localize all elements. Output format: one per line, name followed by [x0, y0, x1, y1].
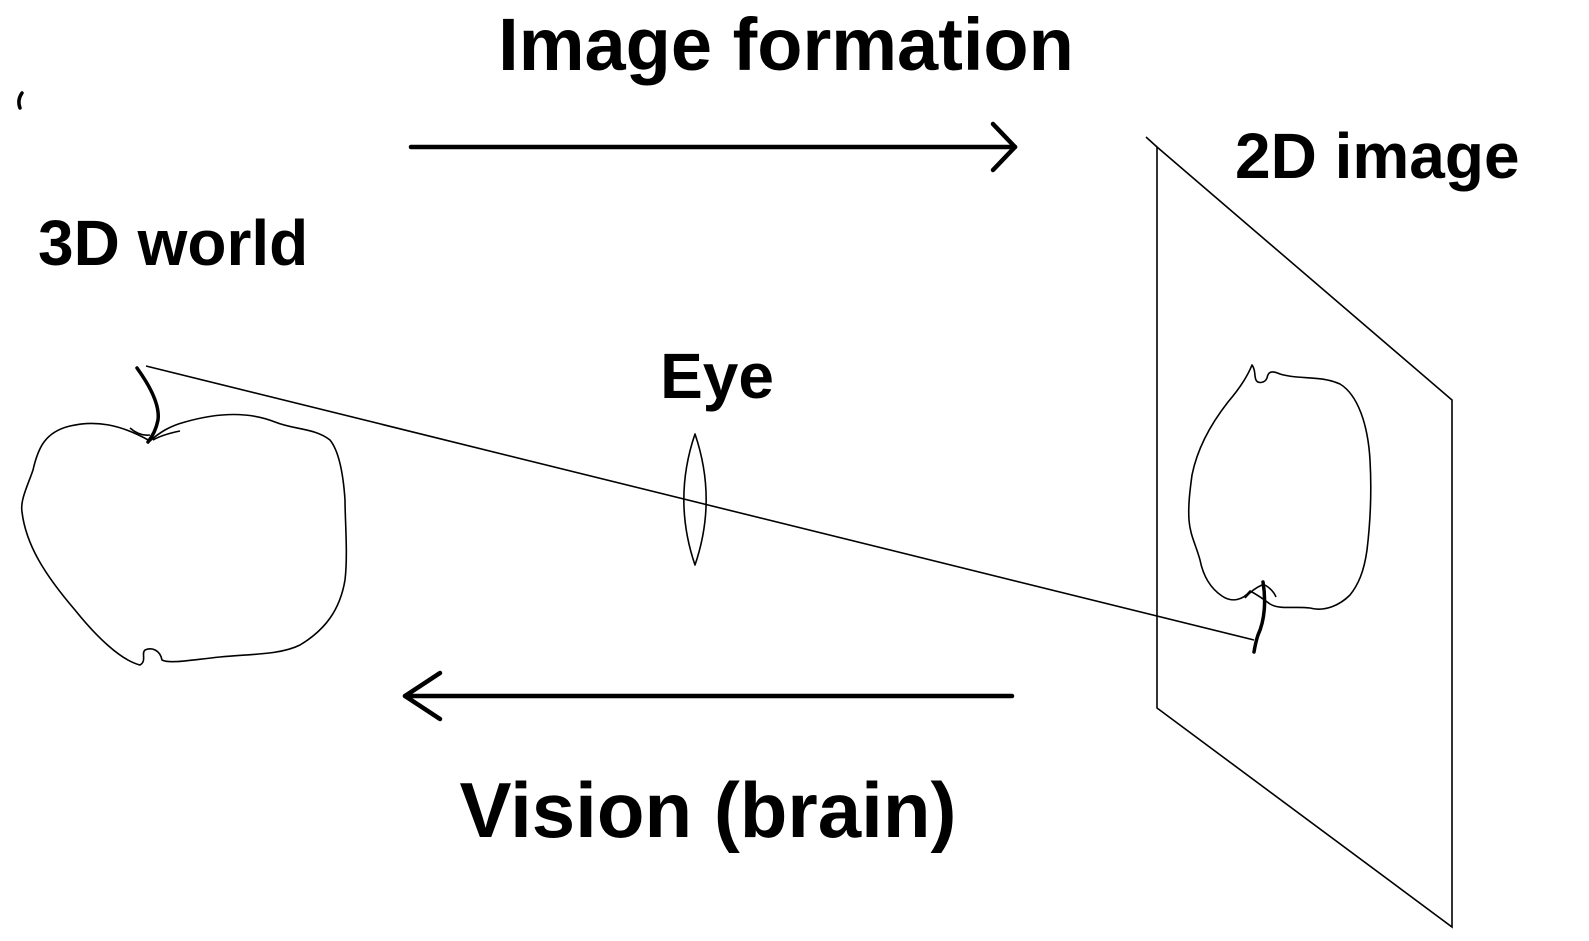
- apple-2d-icon: [1187, 364, 1372, 654]
- image-formation-label: Image formation: [498, 3, 1074, 86]
- image-plane: [1156, 145, 1453, 929]
- light-ray: [145, 365, 1255, 641]
- 3d-world-label: 3D world: [38, 207, 308, 279]
- 2d-image-label: 2D image: [1235, 120, 1520, 192]
- lens-icon: [682, 433, 708, 566]
- apple-3d-icon: [20, 366, 348, 666]
- image-plane-edge: [1145, 136, 1158, 148]
- eye-label: Eye: [660, 340, 774, 412]
- image-formation-arrow: [408, 121, 1018, 173]
- vision-brain-label: Vision (brain): [460, 766, 957, 854]
- vision-arrow: [402, 670, 1015, 722]
- stray-mark: [17, 91, 24, 110]
